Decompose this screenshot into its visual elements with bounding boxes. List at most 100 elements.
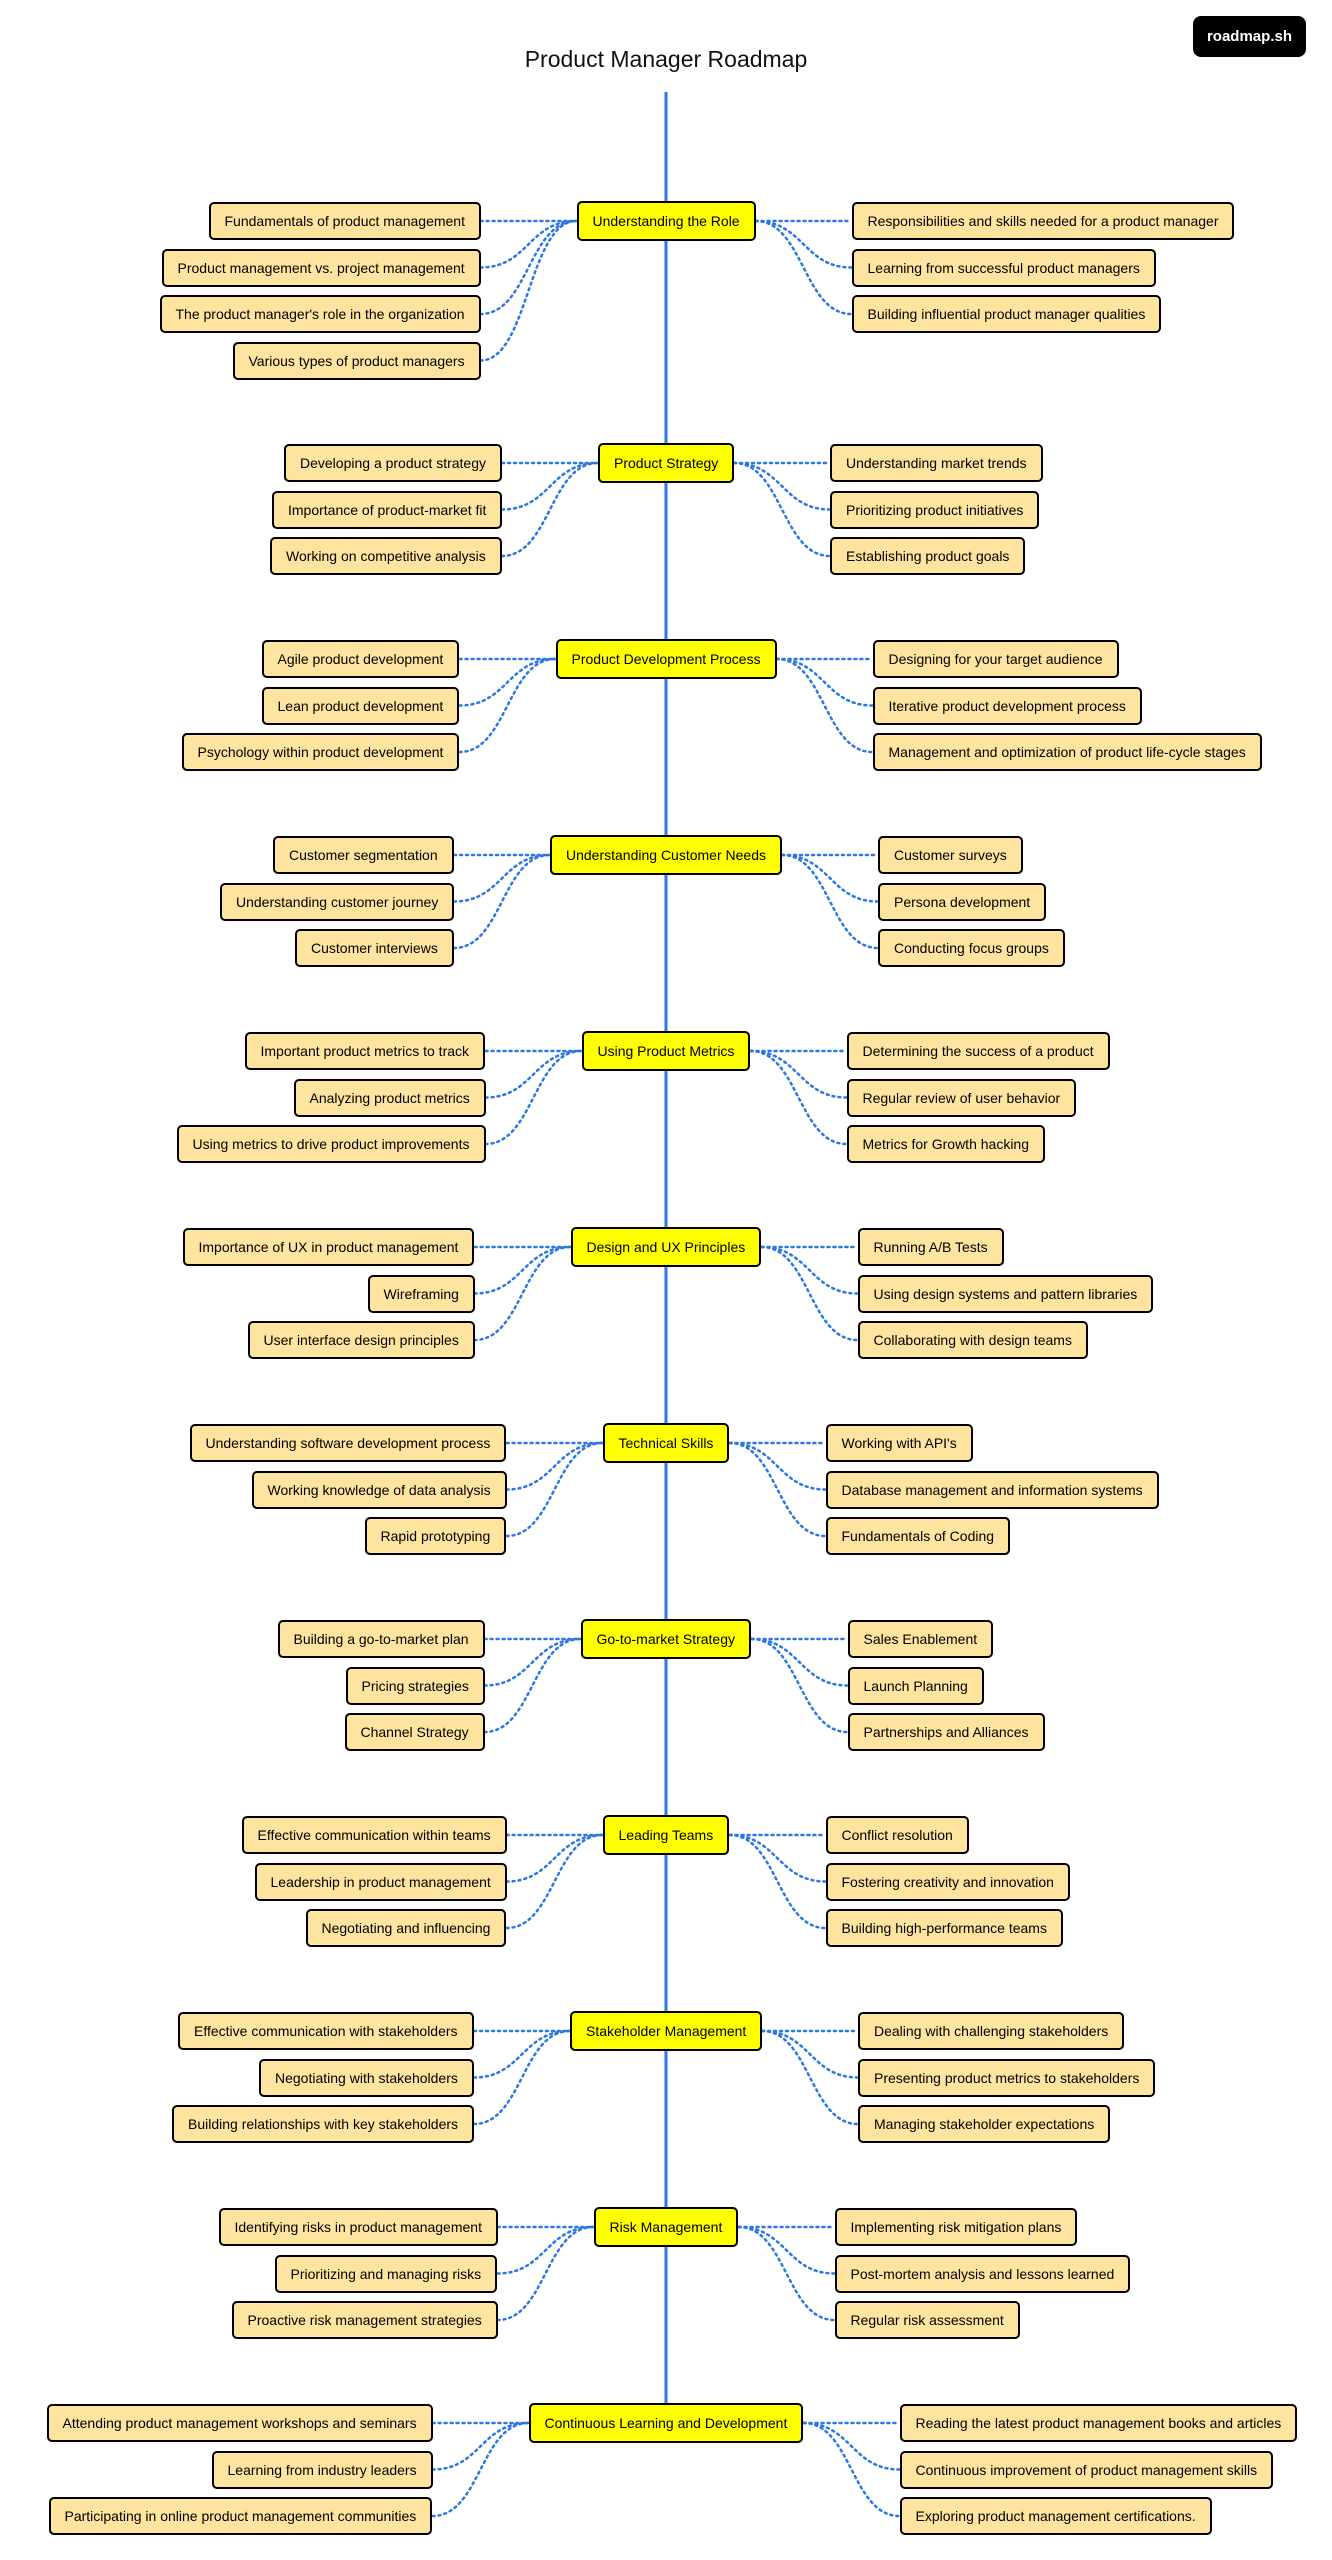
subtopic-node-right[interactable]: Launch Planning [847,1666,984,1705]
subtopic-node-left[interactable]: Importance of UX in product management [182,1228,475,1266]
topic-node[interactable]: Technical Skills [602,1423,730,1463]
topic-node[interactable]: Stakeholder Management [570,2011,763,2051]
subtopic-node-left[interactable]: Participating in online product manageme… [48,2497,433,2535]
subtopic-node-right[interactable]: Dealing with challenging stakeholders [858,2012,1125,2050]
subtopic-node-right[interactable]: Managing stakeholder expectations [858,2105,1111,2143]
subtopic-node-right[interactable]: Collaborating with design teams [857,1321,1088,1359]
subtopic-node-left[interactable]: Leadership in product management [254,1862,507,1901]
subtopic-node-right[interactable]: Using design systems and pattern librari… [857,1274,1154,1313]
subtopic-node-right[interactable]: Presenting product metrics to stakeholde… [858,2058,1156,2097]
subtopic-node-right[interactable]: Prioritizing product initiatives [830,490,1040,529]
subtopic-node-right[interactable]: Customer surveys [878,836,1023,874]
subtopic-node-right[interactable]: Metrics for Growth hacking [846,1125,1045,1163]
subtopic-node-left[interactable]: Effective communication with stakeholder… [178,2012,474,2050]
connector-line [728,1441,827,1538]
topic-node[interactable]: Leading Teams [602,1815,730,1855]
subtopic-node-right[interactable]: Responsibilities and skills needed for a… [851,202,1235,240]
topic-node[interactable]: Understanding the Role [576,201,756,241]
subtopic-node-right[interactable]: Database management and information syst… [825,1470,1159,1509]
subtopic-node-left[interactable]: Negotiating with stakeholders [259,2058,474,2097]
connector-line [472,2029,572,2079]
subtopic-node-left[interactable]: Channel Strategy [344,1713,485,1751]
subtopic-node-right[interactable]: Fostering creativity and innovation [825,1862,1070,1901]
subtopic-node-right[interactable]: Management and optimization of product l… [872,733,1262,771]
subtopic-node-left[interactable]: Developing a product strategy [284,444,502,482]
connector-line [496,2225,595,2275]
subtopic-node-right[interactable]: Reading the latest product management bo… [899,2404,1298,2442]
roadmap-sh-logo-button[interactable]: roadmap.sh [1192,16,1306,57]
topic-node[interactable]: Understanding Customer Needs [550,835,782,875]
topic-node[interactable]: Product Strategy [598,443,735,483]
subtopic-node-left[interactable]: The product manager's role in the organi… [159,295,481,333]
topic-node[interactable]: Risk Management [593,2207,739,2247]
subtopic-node-left[interactable]: Customer segmentation [273,836,454,874]
subtopic-node-right[interactable]: Post-mortem analysis and lessons learned [834,2254,1131,2293]
subtopic-node-left[interactable]: Attending product management workshops a… [46,2404,433,2442]
subtopic-node-right[interactable]: Running A/B Tests [857,1228,1004,1266]
topic-node[interactable]: Using Product Metrics [581,1031,751,1071]
subtopic-node-left[interactable]: Analyzing product metrics [293,1078,486,1117]
subtopic-node-right[interactable]: Learning from successful product manager… [851,248,1156,287]
subtopic-node-left[interactable]: Negotiating and influencing [305,1909,507,1947]
subtopic-node-left[interactable]: Agile product development [261,640,460,678]
subtopic-node-left[interactable]: Learning from industry leaders [211,2450,433,2489]
subtopic-node-right[interactable]: Regular risk assessment [834,2301,1020,2339]
subtopic-node-right[interactable]: Partnerships and Alliances [847,1713,1045,1751]
subtopic-node-left[interactable]: User interface design principles [247,1321,475,1359]
subtopic-node-right[interactable]: Understanding market trends [830,444,1043,482]
subtopic-node-left[interactable]: Rapid prototyping [364,1517,507,1555]
subtopic-node-right[interactable]: Working with API's [825,1424,973,1462]
subtopic-node-right[interactable]: Persona development [878,882,1047,921]
subtopic-node-left[interactable]: Fundamentals of product management [208,202,481,240]
connector-line [452,853,552,950]
connector-line [749,1049,848,1146]
subtopic-node-left[interactable]: Wireframing [367,1274,475,1313]
subtopic-node-right[interactable]: Exploring product management certificati… [899,2497,1212,2535]
subtopic-node-left[interactable]: Various types of product managers [232,341,481,380]
subtopic-node-right[interactable]: Building influential product manager qua… [851,295,1162,333]
topic-node[interactable]: Go-to-market Strategy [580,1619,751,1659]
connector-line [760,1245,859,1295]
subtopic-node-left[interactable]: Important product metrics to track [244,1032,486,1070]
subtopic-node-right[interactable]: Establishing product goals [830,537,1026,575]
subtopic-node-right[interactable]: Building high-performance teams [825,1909,1063,1947]
subtopic-node-left[interactable]: Pricing strategies [345,1666,485,1705]
subtopic-node-right[interactable]: Continuous improvement of product manage… [899,2450,1274,2489]
connector-line [754,219,853,316]
connector-line [750,1637,849,1734]
connector-line [431,2421,530,2471]
subtopic-node-left[interactable]: Customer interviews [295,929,454,967]
subtopic-node-left[interactable]: Lean product development [261,686,460,725]
connector-line [760,1245,859,1342]
subtopic-node-left[interactable]: Working knowledge of data analysis [251,1470,507,1509]
subtopic-node-left[interactable]: Proactive risk management strategies [231,2301,498,2339]
subtopic-node-left[interactable]: Using metrics to drive product improveme… [176,1125,486,1163]
subtopic-node-right[interactable]: Conflict resolution [825,1816,969,1854]
subtopic-node-left[interactable]: Understanding software development proce… [189,1424,507,1462]
subtopic-node-left[interactable]: Building a go-to-market plan [277,1620,485,1658]
subtopic-node-right[interactable]: Sales Enablement [847,1620,994,1658]
subtopic-node-right[interactable]: Designing for your target audience [872,640,1119,678]
subtopic-node-right[interactable]: Regular review of user behavior [846,1078,1077,1117]
topic-node[interactable]: Continuous Learning and Development [528,2403,804,2443]
subtopic-node-left[interactable]: Importance of product-market fit [272,490,503,529]
connector-line [780,853,880,903]
connector-line [728,1833,827,1883]
subtopic-node-right[interactable]: Conducting focus groups [878,929,1065,967]
subtopic-node-right[interactable]: Implementing risk mitigation plans [834,2208,1078,2246]
subtopic-node-left[interactable]: Working on competitive analysis [270,537,502,575]
subtopic-node-left[interactable]: Product management vs. project managemen… [161,248,481,287]
topic-node[interactable]: Design and UX Principles [570,1227,762,1267]
subtopic-node-right[interactable]: Fundamentals of Coding [825,1517,1011,1555]
subtopic-node-left[interactable]: Understanding customer journey [220,882,455,921]
subtopic-node-right[interactable]: Iterative product development process [872,686,1142,725]
subtopic-node-left[interactable]: Building relationships with key stakehol… [172,2105,475,2143]
topic-node[interactable]: Product Development Process [555,639,777,679]
connector-line [737,2225,836,2275]
subtopic-node-left[interactable]: Effective communication within teams [241,1816,507,1854]
subtopic-node-left[interactable]: Identifying risks in product management [218,2208,498,2246]
connector-line [728,1833,827,1930]
subtopic-node-left[interactable]: Prioritizing and managing risks [274,2254,498,2293]
subtopic-node-right[interactable]: Determining the success of a product [846,1032,1110,1070]
subtopic-node-left[interactable]: Psychology within product development [181,733,460,771]
